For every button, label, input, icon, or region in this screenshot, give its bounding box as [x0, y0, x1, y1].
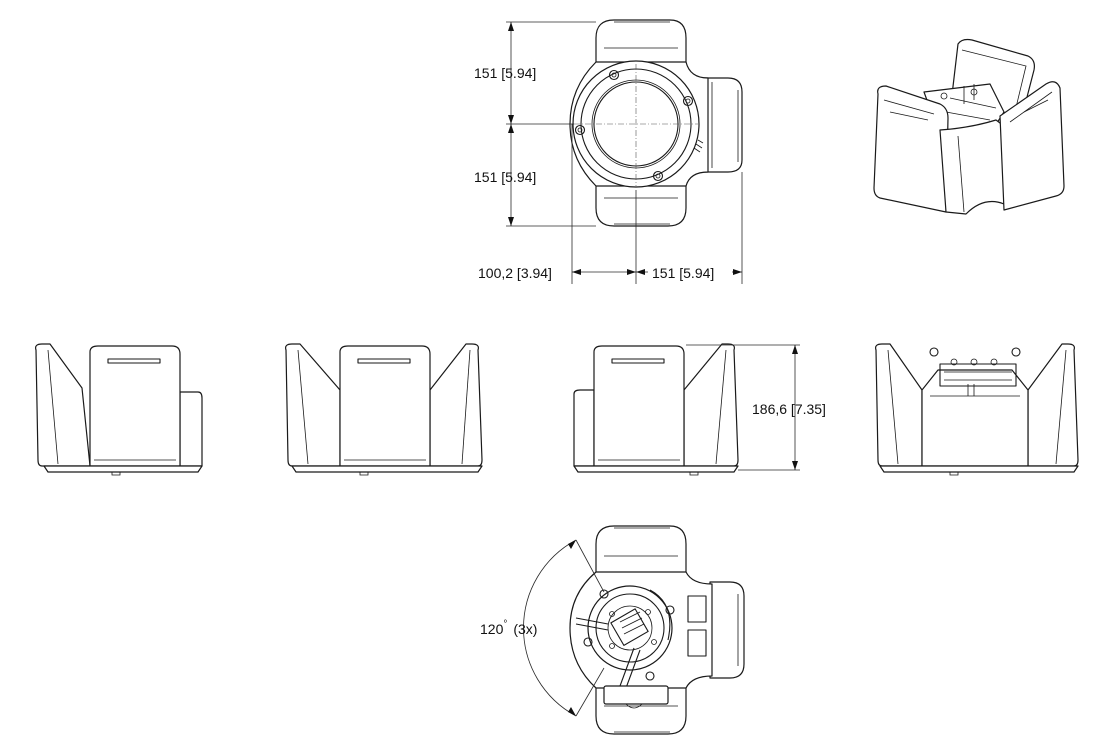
side-view-dimension	[686, 344, 800, 471]
side-view-1	[35, 343, 203, 476]
dim-side-height: 186,6 [7.35]	[752, 401, 826, 417]
side-view-4	[875, 343, 1079, 476]
dim-right-width: 151 [5.94]	[652, 265, 714, 281]
dim-top-height: 151 [5.94]	[474, 65, 536, 81]
isometric-view	[873, 38, 1065, 215]
screw-icon	[574, 69, 694, 182]
side-view-3	[573, 343, 739, 476]
top-view	[569, 19, 743, 227]
dim-rotation-angle: 120°(3x)	[480, 619, 537, 637]
dim-bottom-height: 151 [5.94]	[474, 169, 536, 185]
bottom-view	[569, 525, 745, 735]
top-view-dimensions	[506, 21, 743, 284]
side-view-2	[285, 343, 483, 476]
rotation-dimension	[523, 539, 605, 717]
dim-left-width: 100,2 [3.94]	[478, 265, 552, 281]
